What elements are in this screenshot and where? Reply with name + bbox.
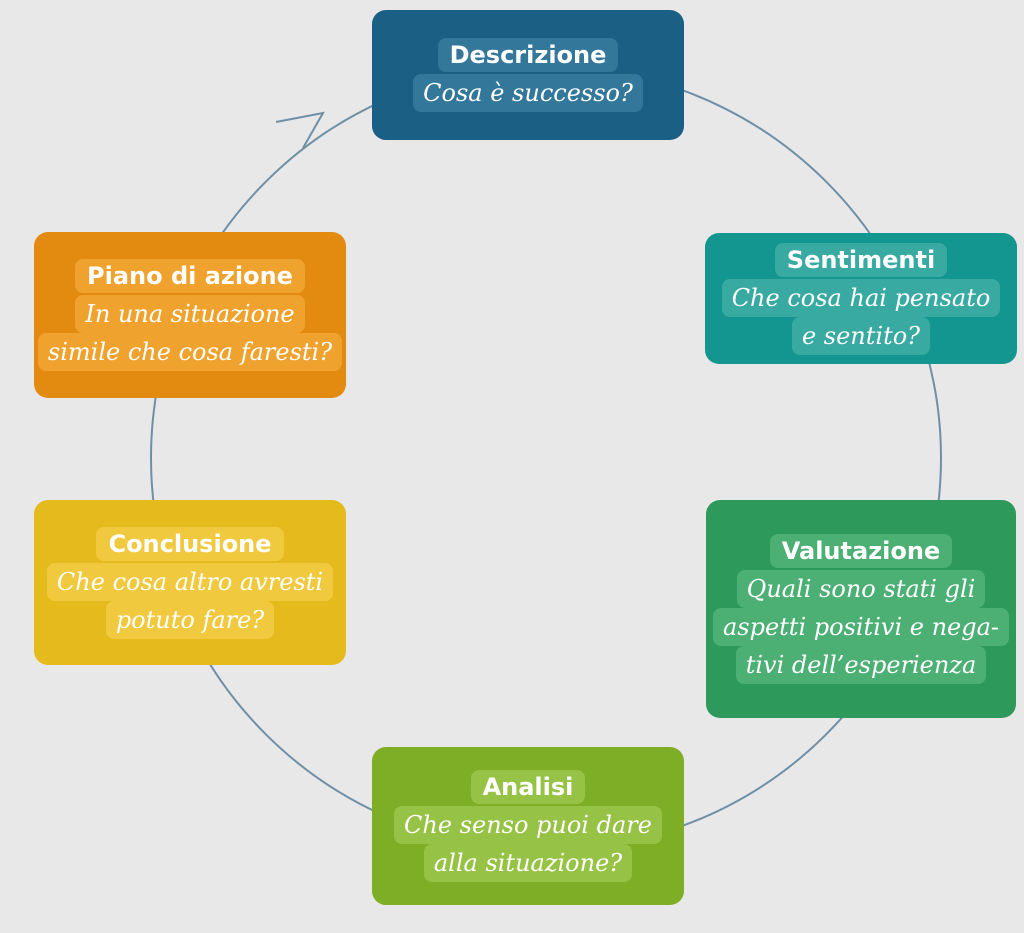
question-line: Che cosa altro avresti [46,562,334,601]
step-sentimenti: Sentimenti Che cosa hai pensato e sentit… [705,233,1017,364]
cycle-arrowhead-icon [275,111,325,149]
step-title: Valutazione [769,534,953,568]
step-conclusione: Conclusione Che cosa altro avresti potut… [34,500,346,665]
cycle-circle [150,65,942,851]
step-descrizione: Descrizione Cosa è successo? [372,10,684,140]
question-line: Che senso puoi dare [394,806,662,844]
question-line: aspetti positivi e nega- [712,608,1010,646]
question-line: alla situazione? [423,844,633,882]
step-valutazione: Valutazione Quali sono stati gli aspetti… [706,500,1016,718]
step-title: Piano di azione [75,259,305,293]
step-question: Che senso puoi dare alla situazione? [394,806,662,882]
step-title: Sentimenti [774,242,948,277]
step-question: Che cosa hai pensato e sentito? [721,278,1001,355]
question-line: In una situazione [75,295,305,333]
step-piano-di-azione: Piano di azione In una situazione simile… [34,232,346,398]
question-line: Che cosa hai pensato [721,278,1001,317]
step-analisi: Analisi Che senso puoi dare alla situazi… [372,747,684,905]
question-line: Cosa è successo? [413,74,643,112]
step-title: Conclusione [96,526,284,561]
step-title: Analisi [470,770,586,804]
step-question: Quali sono stati gli aspetti positivi e … [712,570,1010,684]
step-question: Che cosa altro avresti potuto fare? [46,562,334,639]
step-title: Descrizione [437,38,619,72]
question-line: Quali sono stati gli [736,570,986,608]
question-line: e sentito? [791,316,931,355]
question-line: simile che cosa faresti? [37,333,343,371]
step-question: In una situazione simile che cosa farest… [37,295,343,371]
question-line: tivi dell’esperienza [735,646,987,684]
step-question: Cosa è successo? [413,74,643,112]
question-line: potuto fare? [105,600,275,639]
